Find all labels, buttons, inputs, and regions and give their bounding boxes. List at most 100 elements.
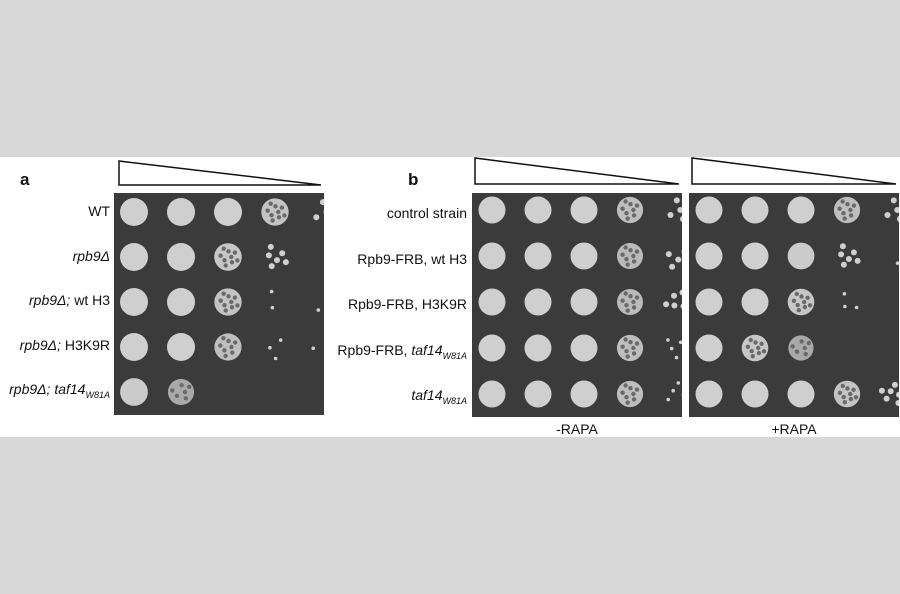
- colony-dot: [843, 304, 847, 309]
- spots-panel-a: [120, 198, 324, 406]
- row-label: Rpb9-FRB, wt H3: [357, 251, 467, 267]
- colony-texture: [230, 350, 235, 355]
- colony-spot: [524, 334, 552, 362]
- row-label: rpb9Δ; wt H3: [29, 292, 110, 308]
- colony-dot: [665, 251, 672, 258]
- colony-texture: [625, 400, 630, 405]
- condition-label-plus-rapa: +RAPA: [771, 421, 817, 437]
- colony-spot: [524, 242, 552, 270]
- colony-texture: [229, 305, 235, 310]
- colony-dot: [675, 256, 682, 263]
- colony-texture: [625, 354, 630, 359]
- colony-spot: [478, 288, 506, 316]
- colony-spot: [524, 196, 552, 224]
- colony-spot: [478, 380, 506, 408]
- colony-dot: [678, 340, 682, 345]
- colony-texture: [623, 383, 628, 388]
- colony-texture: [842, 216, 847, 221]
- colony-texture: [273, 204, 278, 209]
- colony-dot: [891, 381, 898, 388]
- colony-dot: [896, 216, 899, 222]
- colony-spot: [167, 333, 195, 361]
- colony-texture: [620, 206, 625, 211]
- colony-spot: [261, 198, 289, 226]
- colony-dot: [887, 388, 894, 395]
- colony-spot: [167, 288, 195, 316]
- colony-spot: [214, 198, 242, 226]
- label-italic: taf14: [411, 341, 443, 358]
- colony-spot: [787, 380, 815, 408]
- colony-texture: [229, 260, 235, 265]
- colony-texture: [756, 350, 762, 356]
- colony-texture: [631, 207, 636, 213]
- colony-dot: [838, 251, 845, 258]
- colony-spot: [167, 198, 195, 226]
- colony-texture: [187, 384, 192, 389]
- colony-texture: [223, 263, 228, 268]
- colony-spot: [695, 242, 723, 270]
- colony-dot: [895, 261, 899, 265]
- colony-texture: [222, 348, 227, 353]
- colony-texture: [805, 295, 810, 300]
- colony-dot: [842, 292, 847, 296]
- colony-texture: [620, 252, 625, 257]
- colony-dot: [667, 212, 674, 218]
- colony-texture: [748, 337, 753, 343]
- colony-dot: [666, 397, 670, 402]
- colony-dot: [267, 243, 274, 250]
- colony-texture: [182, 389, 188, 395]
- spots-panel-b-plus-rapa: [695, 196, 899, 408]
- colony-dot: [311, 346, 315, 351]
- row-label: Rpb9-FRB, taf14W81A: [337, 342, 467, 361]
- colony-spot: [570, 380, 598, 408]
- colony-spot: [741, 334, 769, 362]
- colony-spot: [787, 288, 815, 316]
- colony-dot: [671, 292, 677, 299]
- colony-spot: [524, 380, 552, 408]
- colony-dot: [274, 257, 280, 264]
- colony-texture: [620, 344, 625, 349]
- colony-texture: [761, 349, 767, 354]
- colony-texture: [841, 211, 846, 216]
- colony-spot: [787, 242, 815, 270]
- label-text: Rpb9-FRB, wt H3: [357, 250, 467, 267]
- colony-spot: [833, 380, 861, 408]
- colony-texture: [796, 308, 801, 313]
- colony-texture: [837, 390, 843, 395]
- colony-texture: [799, 339, 804, 344]
- colony-texture: [759, 341, 764, 346]
- colony-dot: [669, 346, 674, 351]
- colony-spot: [214, 288, 242, 316]
- colony-texture: [232, 250, 238, 255]
- plate-panel-b-plus-rapa: [689, 193, 899, 417]
- row-label: rpb9Δ; H3K9R: [20, 337, 110, 353]
- colony-texture: [624, 211, 629, 216]
- colony-spot: [570, 196, 598, 224]
- colony-texture: [279, 205, 285, 210]
- colony-dot: [279, 250, 286, 257]
- colony-texture: [623, 291, 628, 296]
- colony-dot: [673, 197, 680, 204]
- colony-dot: [282, 259, 289, 266]
- colony-texture: [853, 395, 859, 400]
- condition-label-minus-rapa: -RAPA: [556, 421, 598, 437]
- colony-texture: [269, 213, 274, 218]
- colony-texture: [628, 386, 633, 391]
- colony-texture: [235, 303, 240, 308]
- colony-texture: [794, 349, 800, 354]
- colony-texture: [631, 299, 636, 305]
- colony-spot: [741, 196, 769, 224]
- colony-dot: [265, 252, 272, 259]
- colony-texture: [842, 400, 847, 405]
- colony-dot: [674, 355, 679, 360]
- label-text: wt H3: [70, 292, 110, 308]
- colony-spot: [570, 334, 598, 362]
- colony-texture: [183, 396, 188, 401]
- colony-spot: [695, 334, 723, 362]
- colony-spot: [787, 196, 815, 224]
- colony-dot: [273, 356, 278, 361]
- colony-texture: [790, 344, 795, 349]
- colony-dot: [854, 257, 861, 264]
- colony-texture: [226, 338, 231, 344]
- colony-texture: [226, 249, 231, 254]
